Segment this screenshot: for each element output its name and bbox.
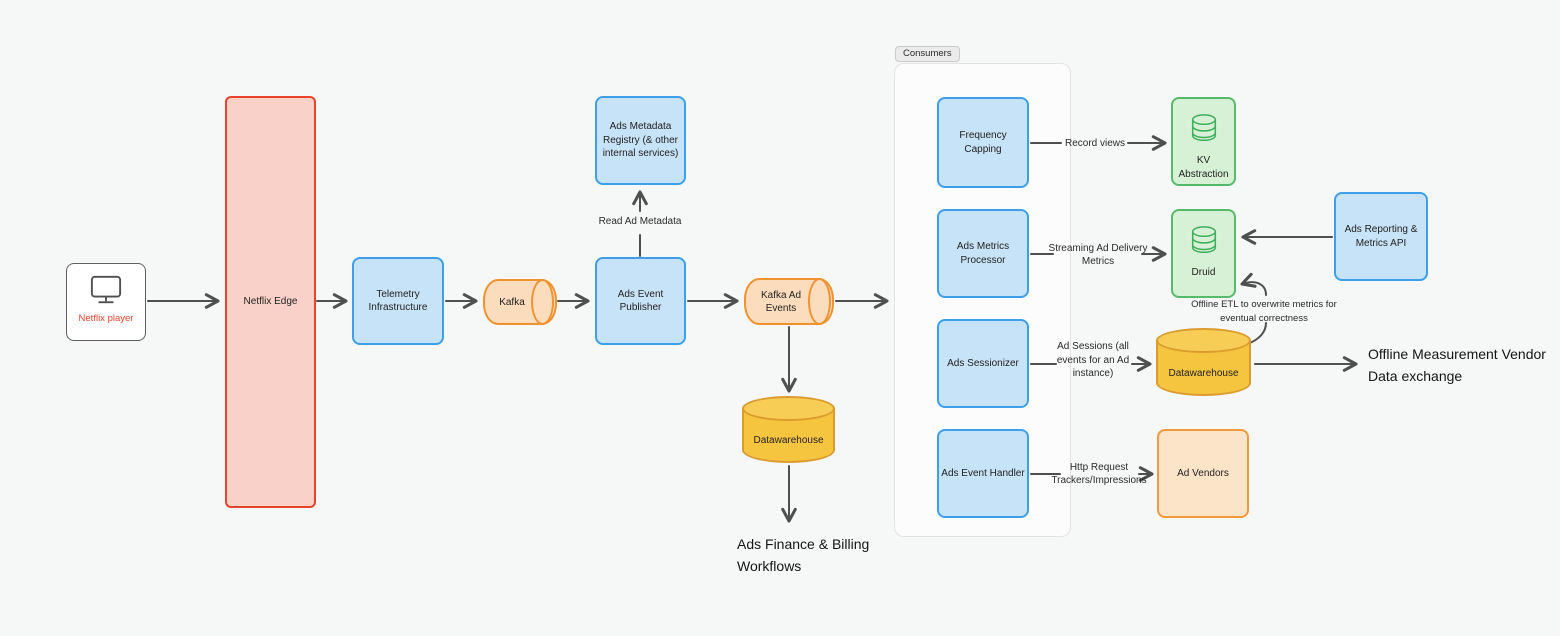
node-ads-metrics-processor: Ads Metrics Processor <box>937 209 1029 298</box>
node-kafka: Kafka <box>483 279 557 325</box>
node-datawarehouse-offline: Datawarehouse <box>1156 328 1251 396</box>
cylinder-top <box>742 396 835 421</box>
node-kafka-ad-events: Kafka Ad Events <box>744 278 834 325</box>
node-netflix-player: Netflix player <box>66 263 146 341</box>
node-ads-event-handler: Ads Event Handler <box>937 429 1029 518</box>
node-label: Netflix player <box>78 313 134 324</box>
text-offline-measurement-vendor-exchange: Offline Measurement Vendor Data exchange <box>1368 346 1546 384</box>
node-label: Ads Sessionizer <box>947 357 1019 369</box>
edge-etl-curve-upper <box>1240 272 1267 296</box>
node-label: Ads Event Publisher <box>617 288 664 314</box>
node-label: Telemetry Infrastructure <box>368 288 428 314</box>
edge-label-record-views: Record views <box>1064 138 1126 149</box>
node-datawarehouse-billing: Datawarehouse <box>742 396 835 463</box>
consumers-group-label: Consumers <box>895 46 960 62</box>
node-label: KV Abstraction <box>1178 155 1229 180</box>
node-frequency-capping: Frequency Capping <box>937 97 1029 188</box>
node-label: Ads Metadata Registry (& other internal … <box>602 121 679 160</box>
node-label: Datawarehouse <box>753 435 824 446</box>
node-telemetry-infrastructure: Telemetry Infrastructure <box>352 257 444 345</box>
node-label: Datawarehouse <box>1168 367 1239 379</box>
node-label: Ads Event Handler <box>941 467 1025 479</box>
monitor-icon <box>90 275 122 304</box>
node-label: Ads Metrics Processor <box>956 241 1010 266</box>
database-icon <box>1191 226 1216 254</box>
edge-label-http-request: Http Request Trackers/Impressions <box>1051 462 1147 486</box>
node-label: Ads Reporting & Metrics API <box>1344 224 1418 249</box>
edge-label-read-ad-metadata: Read Ad Metadata <box>598 216 682 227</box>
database-icon <box>1191 114 1216 142</box>
node-ads-sessionizer: Ads Sessionizer <box>937 319 1029 408</box>
node-label: Kafka <box>499 296 525 308</box>
node-ad-vendors: Ad Vendors <box>1157 429 1249 518</box>
cylinder-cap <box>531 279 554 325</box>
edge-label-offline-etl: Offline ETL to overwrite metrics for eve… <box>1191 299 1337 324</box>
node-kv-abstraction: KV Abstraction <box>1171 97 1236 186</box>
node-label: Frequency Capping <box>959 130 1007 155</box>
cylinder-cap <box>808 278 831 325</box>
edge-label-ad-sessions: Ad Sessions (all events for an Ad instan… <box>1056 341 1130 379</box>
node-label: Druid <box>1191 267 1216 278</box>
node-ads-metadata-registry: Ads Metadata Registry (& other internal … <box>595 96 686 185</box>
node-label: Netflix Edge <box>243 296 298 308</box>
node-ads-reporting-metrics-api: Ads Reporting & Metrics API <box>1334 192 1428 281</box>
text-ads-finance-billing-workflows: Ads Finance & Billing Workflows <box>737 536 870 574</box>
edge-label-streaming-metrics: Streaming Ad Delivery Metrics <box>1048 243 1148 267</box>
node-label: Kafka Ad Events <box>760 289 802 314</box>
node-druid: Druid <box>1171 209 1236 298</box>
node-ads-event-publisher: Ads Event Publisher <box>595 257 686 345</box>
node-label: Ad Vendors <box>1177 467 1229 479</box>
node-netflix-edge: Netflix Edge <box>225 96 316 508</box>
cylinder-top <box>1156 328 1251 353</box>
